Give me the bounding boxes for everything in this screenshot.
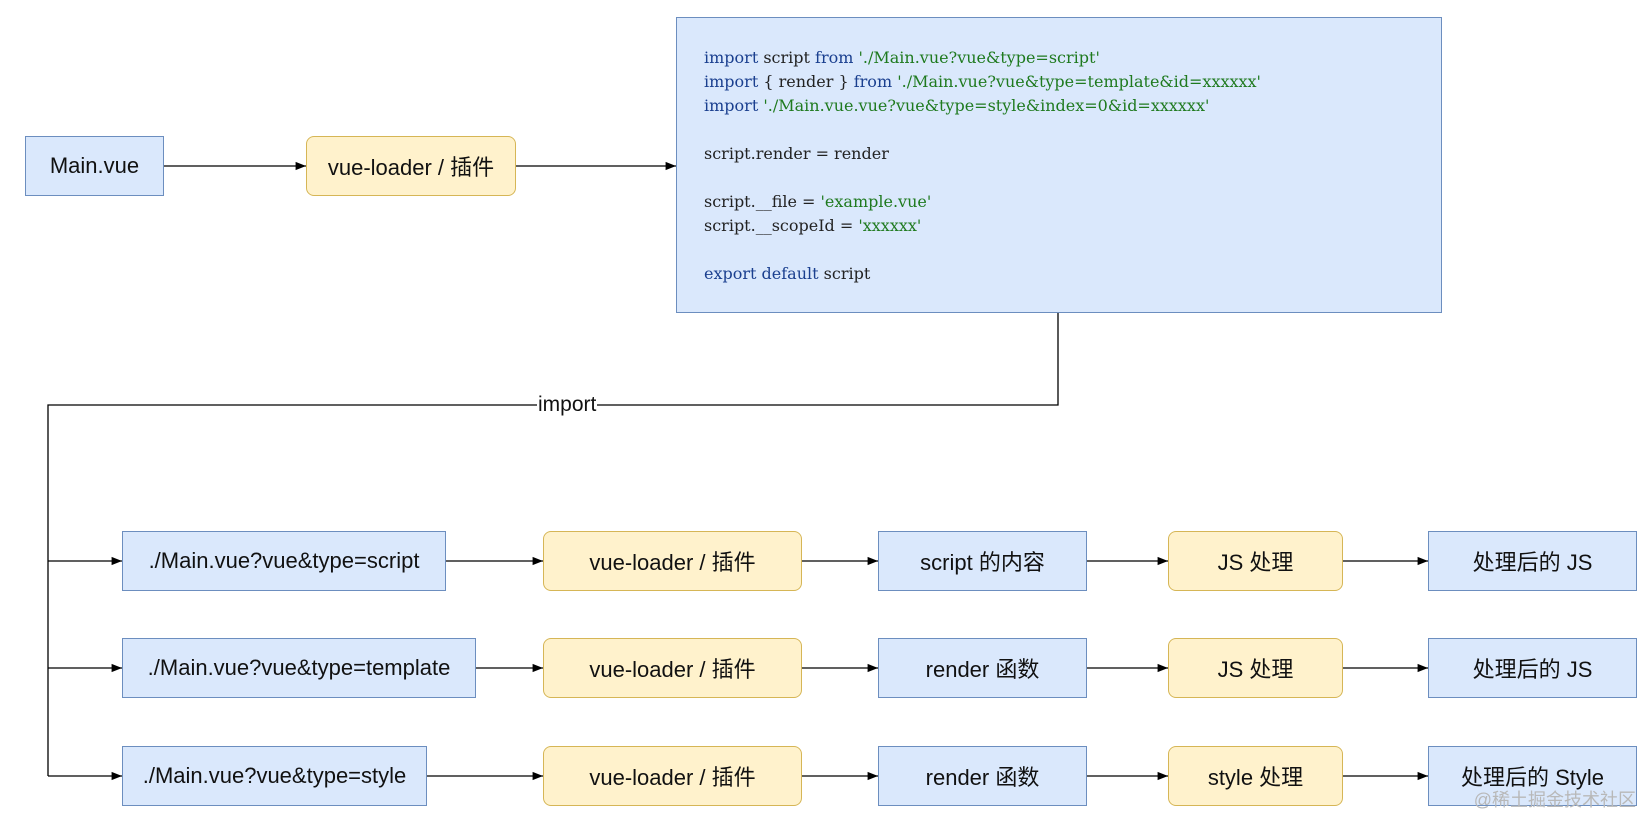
row1-output-node: script 的内容 bbox=[878, 531, 1087, 591]
import-label: import bbox=[537, 392, 598, 418]
code-lines: import script from './Main.vue?vue&type=… bbox=[704, 46, 1441, 286]
code-string: './Main.vue?vue&type=template&id=xxxxxx' bbox=[897, 72, 1261, 91]
code-string: 'example.vue' bbox=[820, 192, 932, 211]
code-string: './Main.vue.vue?vue&type=style&index=0&i… bbox=[763, 96, 1210, 115]
code-keyword: export bbox=[704, 264, 757, 283]
style-request-node: ./Main.vue?vue&type=style bbox=[122, 746, 427, 806]
main-vue-node: Main.vue bbox=[25, 136, 164, 196]
code-line bbox=[704, 166, 1441, 190]
vue-loader-node: vue-loader / 插件 bbox=[306, 136, 516, 196]
row3-loader-node: vue-loader / 插件 bbox=[543, 746, 802, 806]
script-request-node: ./Main.vue?vue&type=script bbox=[122, 531, 446, 591]
code-text: script bbox=[818, 264, 871, 283]
code-line: script.__scopeId = 'xxxxxx' bbox=[704, 214, 1441, 238]
code-text: script.__scopeId = bbox=[704, 216, 859, 235]
code-keyword: from bbox=[853, 72, 893, 91]
row1-result-node: 处理后的 JS bbox=[1428, 531, 1637, 591]
code-line: import script from './Main.vue?vue&type=… bbox=[704, 46, 1441, 70]
code-keyword: import bbox=[704, 72, 759, 91]
code-text: { render } bbox=[758, 72, 854, 91]
code-line: script.render = render bbox=[704, 142, 1441, 166]
row1-loader-node: vue-loader / 插件 bbox=[543, 531, 802, 591]
compiled-code-block: import script from './Main.vue?vue&type=… bbox=[676, 17, 1442, 313]
code-line bbox=[704, 238, 1441, 262]
code-text: script.render = render bbox=[704, 144, 889, 163]
code-string: 'xxxxxx' bbox=[858, 216, 922, 235]
code-text: script.__file = bbox=[704, 192, 821, 211]
code-line: export default script bbox=[704, 262, 1441, 286]
row2-output-node: render 函数 bbox=[878, 638, 1087, 698]
row2-result-node: 处理后的 JS bbox=[1428, 638, 1637, 698]
code-text: script bbox=[758, 48, 816, 67]
row2-loader-node: vue-loader / 插件 bbox=[543, 638, 802, 698]
row3-processor-node: style 处理 bbox=[1168, 746, 1343, 806]
row1-processor-node: JS 处理 bbox=[1168, 531, 1343, 591]
row3-output-node: render 函数 bbox=[878, 746, 1087, 806]
code-keyword: default bbox=[761, 264, 819, 283]
code-line: import './Main.vue.vue?vue&type=style&in… bbox=[704, 94, 1441, 118]
code-line bbox=[704, 118, 1441, 142]
code-line: script.__file = 'example.vue' bbox=[704, 190, 1441, 214]
template-request-node: ./Main.vue?vue&type=template bbox=[122, 638, 476, 698]
row3-result-node: 处理后的 Style bbox=[1428, 746, 1637, 806]
row2-processor-node: JS 处理 bbox=[1168, 638, 1343, 698]
code-string: './Main.vue?vue&type=script' bbox=[858, 48, 1100, 67]
code-keyword: from bbox=[815, 48, 854, 67]
code-keyword: import bbox=[704, 48, 759, 67]
code-line: import { render } from './Main.vue?vue&t… bbox=[704, 70, 1441, 94]
watermark: @稀土掘金技术社区 bbox=[1473, 790, 1636, 810]
code-keyword: import bbox=[704, 96, 759, 115]
